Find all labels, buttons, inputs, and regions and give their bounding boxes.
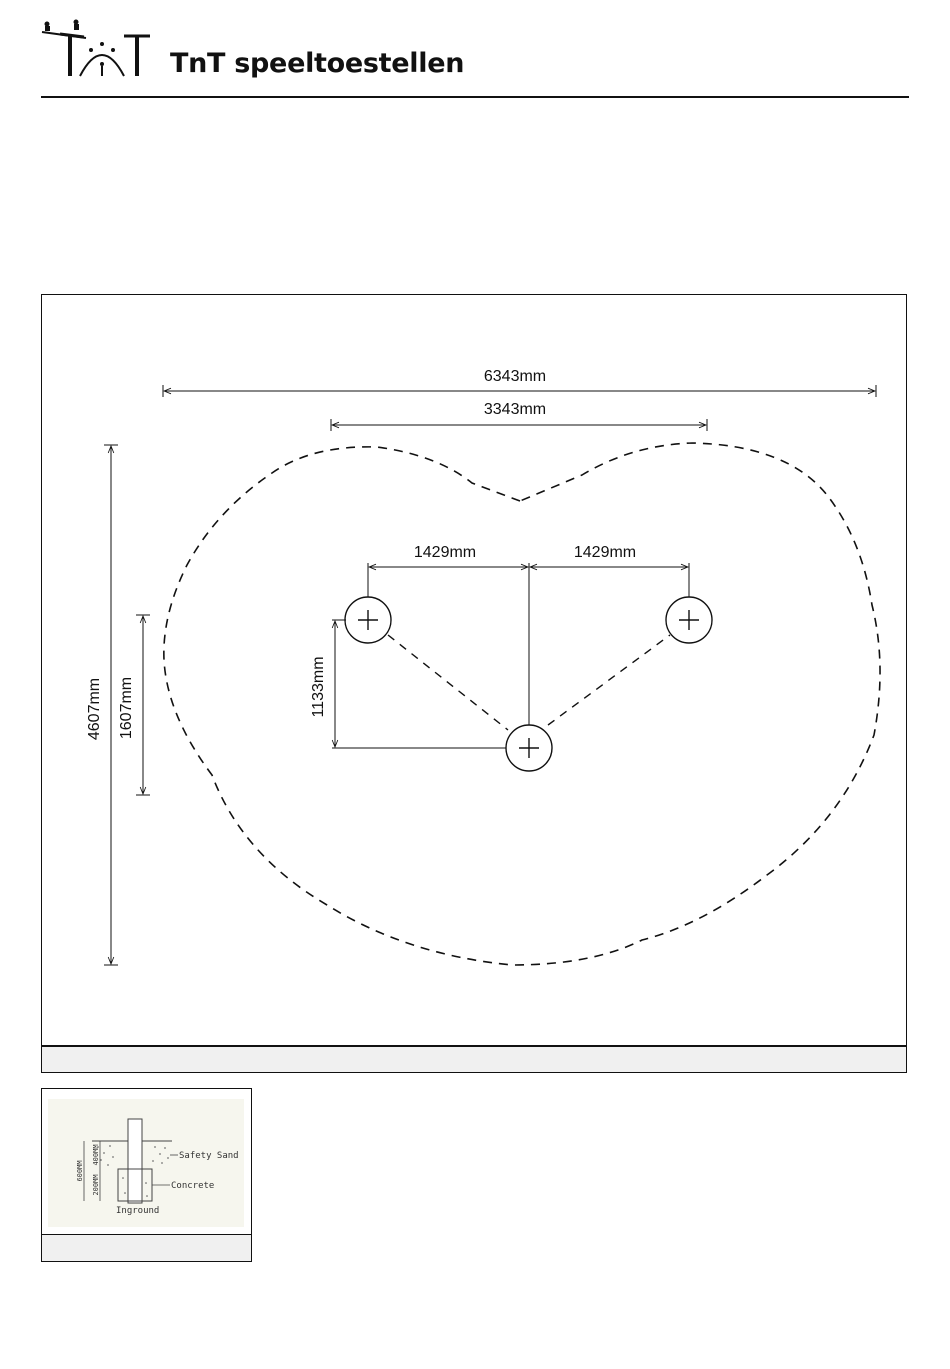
post-link-left [388,635,508,730]
foundation-detail-drawing: 600MM 400MM 200MM Safety Sand Concrete I… [42,1089,250,1234]
post-section [128,1119,142,1203]
post-left [345,597,391,643]
dimension-overall-height: 4607mm [86,445,118,965]
dimension-overall-width: 6343mm [163,368,876,397]
depth-200-label: 200MM [92,1174,100,1195]
inner-width-label: 3343mm [484,401,546,418]
dimension-post-offsets: 1429mm 1429mm [368,544,689,725]
inner-height-label: 1607mm [118,677,135,739]
left-offset-label: 1429mm [414,544,476,561]
overall-width-label: 6343mm [484,368,546,385]
brand-name: TnT speeltoestellen [170,48,464,79]
inground-label: Inground [116,1206,159,1216]
dimension-depth: 1133mm [310,620,506,748]
post-center [506,725,552,771]
dimension-inner-height: 1607mm [118,615,150,795]
brand-logo [40,18,155,80]
safety-sand-label: Safety Sand [179,1151,239,1161]
depth-600-label: 600MM [76,1160,84,1181]
post-link-right [548,635,670,725]
depth-400-label: 400MM [92,1144,100,1165]
dimension-inner-width: 3343mm [331,401,707,431]
post-right [666,597,712,643]
header-divider [41,96,909,98]
depth-label: 1133mm [310,656,327,717]
plan-drawing: 6343mm 3343mm 1429mm 1429mm 1133mm [42,295,908,1047]
foundation-caption-bar [42,1234,251,1261]
safety-zone-outline [164,443,880,965]
right-offset-label: 1429mm [574,544,636,561]
foundation-detail-frame: 600MM 400MM 200MM Safety Sand Concrete I… [41,1088,252,1262]
concrete-label: Concrete [171,1181,214,1191]
plan-drawing-frame: 6343mm 3343mm 1429mm 1429mm 1133mm [41,294,907,1073]
overall-height-label: 4607mm [86,678,103,740]
plan-caption-bar [42,1045,906,1072]
